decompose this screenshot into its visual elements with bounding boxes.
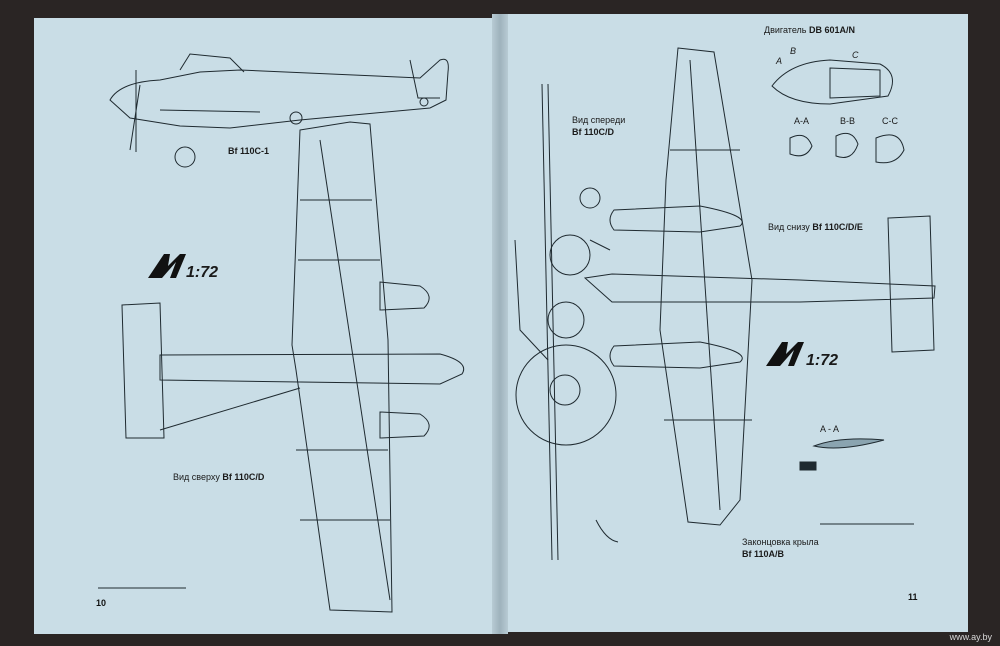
front-view-drawing <box>514 83 617 561</box>
wingtip-model: Bf 110A/B <box>742 549 785 559</box>
watermark: www.ay.by <box>949 632 992 642</box>
front-view-caption-prefix: Вид спереди <box>572 115 626 125</box>
airfoil-label: A - A <box>820 424 840 434</box>
section-letter-a: A <box>776 56 783 66</box>
engine-caption: Двигатель DB 601A/N <box>764 25 855 35</box>
section-label-bb: B-B <box>840 116 856 126</box>
top-view-caption-model: Bf 110C/D <box>222 472 265 482</box>
bottom-view-caption-model: Bf 110C/D/E <box>812 222 863 232</box>
engine-drawing <box>771 59 905 164</box>
section-label-aa: A-A <box>794 116 810 126</box>
page-number-left: 10 <box>96 598 107 608</box>
page-number-right: 11 <box>908 592 918 602</box>
scale-mark-right: 1:72 <box>806 352 839 369</box>
book-gutter <box>492 14 508 634</box>
engine-caption-model: DB 601A/N <box>808 25 855 35</box>
top-view-drawing <box>121 121 465 613</box>
top-view-caption: Вид сверху Bf 110C/D <box>173 472 264 482</box>
bottom-view-drawing <box>583 47 936 526</box>
side-view-drawing <box>109 53 449 168</box>
top-view-caption-prefix: Вид сверху <box>173 472 220 482</box>
section-label-cc: C-C <box>882 116 898 126</box>
left-page <box>34 18 500 634</box>
right-page <box>498 14 968 632</box>
side-view-caption: Bf 110C-1 <box>228 146 270 156</box>
scale-mark-left: 1:72 <box>186 264 219 281</box>
airfoil-drawing <box>595 438 885 543</box>
bottom-view-caption: Вид снизу Bf 110C/D/E <box>768 222 863 232</box>
m-logo-right <box>766 342 804 366</box>
wingtip-caption: Законцовка крыла <box>742 537 819 547</box>
section-letter-b: B <box>790 46 797 56</box>
bottom-view-caption-prefix: Вид снизу <box>768 222 810 232</box>
engine-caption-prefix: Двигатель <box>764 25 807 35</box>
scale-bars <box>98 523 914 589</box>
section-letter-c: C <box>852 50 859 60</box>
m-logo-left <box>148 254 186 278</box>
front-view-caption-model: Bf 110C/D <box>572 127 615 137</box>
